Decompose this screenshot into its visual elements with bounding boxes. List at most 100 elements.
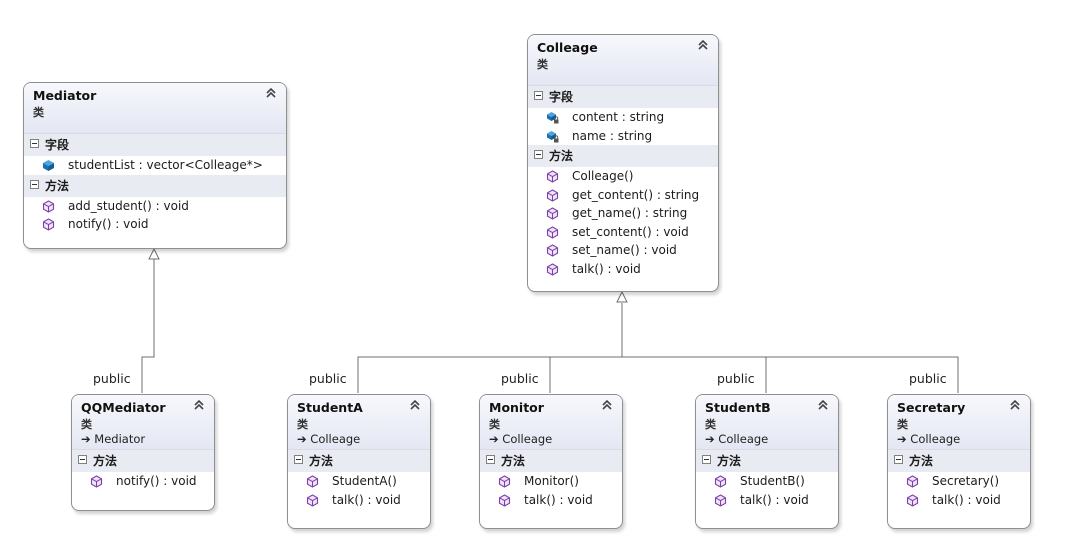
fields-section-toggle[interactable]: 字段 — [528, 86, 718, 108]
class-colleage[interactable]: Colleage 类 字段 content : string name : st… — [527, 34, 719, 292]
method-text: add_student() : void — [68, 198, 189, 213]
fields-section-label: 字段 — [549, 90, 574, 104]
class-studenta[interactable]: StudentA 类 ➔ Colleage 方法 StudentA() talk… — [287, 394, 431, 529]
double-chevron-up-icon[interactable] — [409, 399, 421, 411]
method-row: add_student() : void — [24, 197, 286, 216]
method-row: talk() : void — [888, 491, 1030, 510]
method-cube-icon — [90, 475, 103, 488]
parent-name: Colleage — [310, 432, 361, 446]
method-cube-icon — [714, 475, 727, 488]
double-chevron-up-icon[interactable] — [601, 399, 613, 411]
field-text: content : string — [572, 110, 665, 124]
field-text: studentList : vector<Colleage*> — [68, 158, 263, 172]
field-private-lock-icon — [547, 130, 559, 142]
collapse-toggle-icon — [894, 455, 903, 464]
methods-section-toggle[interactable]: 方法 — [480, 450, 622, 472]
double-chevron-up-icon[interactable] — [1009, 399, 1021, 411]
collapse-toggle-icon — [30, 179, 39, 189]
method-text: talk() : void — [932, 492, 1001, 507]
public-label-secretary: public — [909, 371, 947, 386]
methods-section-label: 方法 — [501, 454, 526, 468]
class-parent: ➔ Mediator — [81, 432, 145, 446]
class-kind: 类 — [81, 418, 92, 431]
method-text: Colleage() — [572, 169, 634, 183]
class-header: StudentB 类 ➔ Colleage — [696, 395, 838, 450]
class-monitor[interactable]: Monitor 类 ➔ Colleage 方法 Monitor() talk()… — [479, 394, 623, 529]
class-qqmediator[interactable]: QQMediator 类 ➔ Mediator 方法 notify() : vo… — [71, 394, 215, 511]
methods-section-label: 方法 — [717, 454, 742, 468]
collapse-toggle-icon — [294, 455, 303, 464]
methods-section-toggle[interactable]: 方法 — [288, 450, 430, 472]
inherits-arrow-icon: ➔ — [81, 432, 95, 446]
class-parent: ➔ Colleage — [489, 432, 552, 446]
methods-section-toggle[interactable]: 方法 — [24, 174, 286, 197]
class-header: StudentA 类 ➔ Colleage — [288, 395, 430, 450]
method-row: talk() : void — [528, 260, 718, 279]
methods-section-toggle[interactable]: 方法 — [528, 145, 718, 167]
class-parent: ➔ Colleage — [705, 432, 768, 446]
collapse-toggle-icon — [534, 150, 543, 159]
class-kind: 类 — [297, 418, 308, 431]
class-kind: 类 — [489, 418, 500, 431]
method-cube-icon — [306, 475, 319, 488]
fields-section-toggle[interactable]: 字段 — [24, 134, 286, 156]
method-text: set_content() : void — [572, 224, 689, 239]
method-row: talk() : void — [696, 491, 838, 510]
class-mediator[interactable]: Mediator 类 字段 studentList : vector<Colle… — [23, 82, 287, 249]
public-label-studentb: public — [717, 371, 755, 386]
class-kind: 类 — [705, 418, 716, 431]
method-cube-icon — [546, 207, 559, 220]
method-cube-icon — [546, 262, 559, 276]
method-row: set_name() : void — [528, 241, 718, 260]
method-cube-icon — [546, 170, 559, 183]
class-header: QQMediator 类 ➔ Mediator — [72, 395, 214, 450]
collapse-toggle-icon — [78, 455, 87, 464]
inherits-arrow-icon: ➔ — [297, 432, 311, 446]
method-text: Secretary() — [932, 474, 1000, 488]
method-text: StudentA() — [332, 474, 397, 488]
method-row: Colleage() — [528, 167, 718, 186]
method-row: talk() : void — [480, 491, 622, 510]
method-cube-icon — [498, 475, 511, 488]
methods-section-toggle[interactable]: 方法 — [888, 450, 1030, 472]
class-name: QQMediator — [81, 400, 166, 415]
method-cube-icon — [42, 199, 55, 213]
fields-section-label: 字段 — [45, 138, 70, 152]
class-kind: 类 — [537, 58, 548, 71]
methods-section-label: 方法 — [549, 149, 574, 163]
public-label-monitor: public — [501, 371, 539, 386]
inherits-arrow-icon: ➔ — [489, 432, 503, 446]
class-name: Colleage — [537, 40, 598, 55]
class-studentb[interactable]: StudentB 类 ➔ Colleage 方法 StudentB() talk… — [695, 394, 839, 529]
method-row: Monitor() — [480, 472, 622, 491]
method-row: StudentA() — [288, 472, 430, 491]
method-cube-icon — [42, 218, 55, 231]
class-header: Mediator 类 — [24, 83, 286, 134]
class-name: Secretary — [897, 400, 966, 415]
method-cube-icon — [714, 493, 727, 507]
method-cube-icon — [498, 493, 511, 507]
method-text: set_name() : void — [572, 243, 677, 257]
method-text: Monitor() — [524, 474, 579, 488]
methods-section-toggle[interactable]: 方法 — [696, 450, 838, 472]
double-chevron-up-icon[interactable] — [697, 39, 709, 51]
double-chevron-up-icon[interactable] — [265, 87, 277, 99]
class-kind: 类 — [897, 418, 908, 431]
parent-name: Colleage — [718, 432, 769, 446]
class-secretary[interactable]: Secretary 类 ➔ Colleage 方法 Secretary() ta… — [887, 394, 1031, 529]
class-header: Secretary 类 ➔ Colleage — [888, 395, 1030, 450]
double-chevron-up-icon[interactable] — [817, 399, 829, 411]
method-row: get_content() : string — [528, 186, 718, 205]
method-text: talk() : void — [572, 261, 641, 276]
field-row: content : string — [528, 108, 718, 127]
collapse-toggle-icon — [486, 455, 495, 464]
collapse-toggle-icon — [30, 139, 39, 148]
method-text: get_content() : string — [572, 187, 700, 202]
double-chevron-up-icon[interactable] — [193, 399, 205, 411]
public-label-qqmediator: public — [93, 371, 131, 386]
field-text: name : string — [572, 128, 653, 143]
methods-section-toggle[interactable]: 方法 — [72, 450, 214, 472]
method-text: talk() : void — [524, 492, 593, 507]
studenta-inheritance-line — [357, 303, 623, 393]
